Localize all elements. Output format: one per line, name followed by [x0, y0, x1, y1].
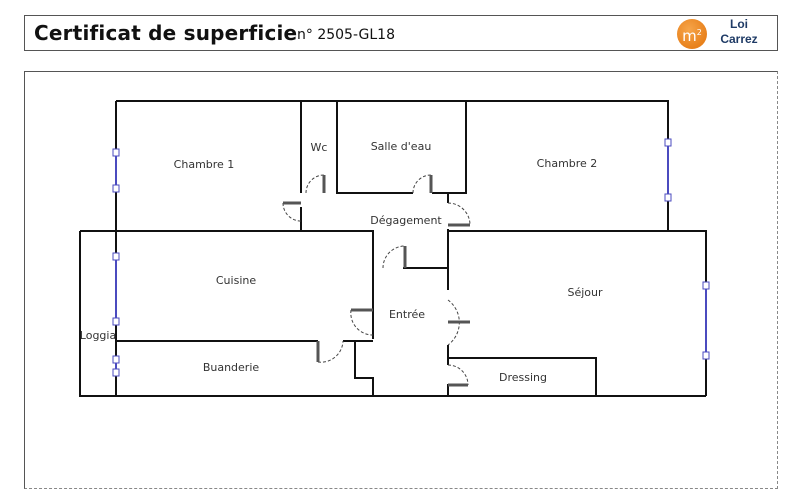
room-label-entree: Entrée	[389, 308, 425, 321]
page-title: Certificat de superficie	[34, 21, 298, 45]
room-label-cuisine: Cuisine	[216, 274, 256, 287]
door-leaves	[283, 175, 470, 387]
room-label-chambre-1: Chambre 1	[174, 158, 235, 171]
room-label-dressing: Dressing	[499, 371, 547, 384]
room-label-loggia: Loggia	[80, 329, 116, 342]
loi-carrez-label: Loi Carrez	[720, 17, 758, 46]
room-label-buanderie: Buanderie	[203, 361, 260, 374]
certificate-header: Certificat de superficie n° 2505-GL18 m2…	[24, 15, 778, 51]
doors	[282, 174, 471, 386]
certificate-number: n° 2505-GL18	[297, 27, 395, 43]
loi-carrez-badge: m2 Loi Carrez	[677, 17, 767, 49]
windows	[112, 138, 710, 377]
room-label-salle-d-eau: Salle d'eau	[371, 140, 432, 153]
room-label-degagement: Dégagement	[370, 214, 442, 227]
square-meter-icon: m2	[677, 19, 707, 49]
room-label-wc: Wc	[311, 141, 328, 154]
floor-plan-frame	[24, 71, 778, 489]
room-label-chambre-2: Chambre 2	[537, 157, 598, 170]
room-label-sejour: Séjour	[567, 286, 603, 299]
